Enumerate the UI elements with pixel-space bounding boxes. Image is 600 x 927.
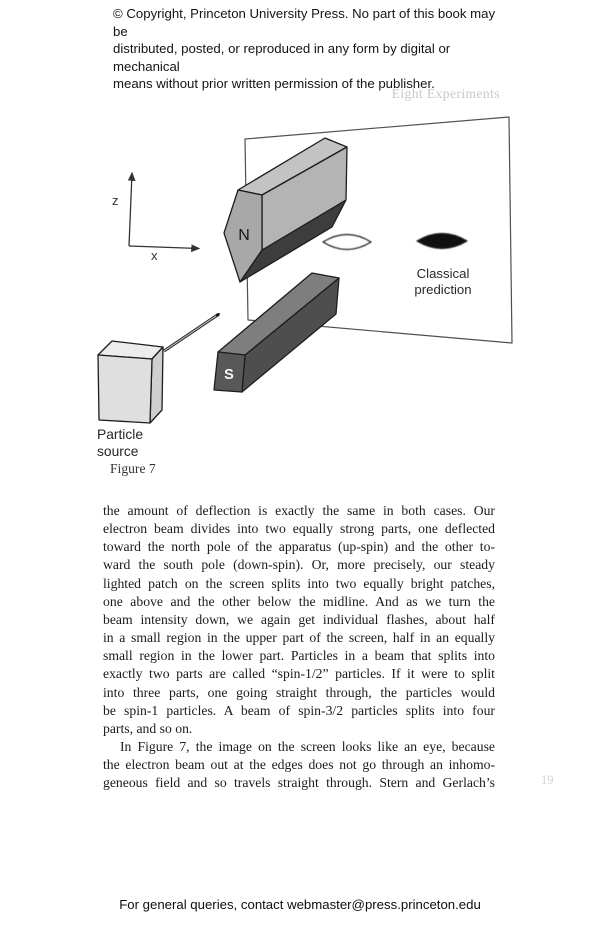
- classical-prediction-label: Classical prediction: [414, 266, 472, 297]
- classical-prediction-spot: [416, 232, 468, 250]
- z-axis-label: z: [112, 193, 119, 208]
- body-line: be spin-1 particles. A beam of spin-3/2 …: [103, 702, 495, 718]
- body-line: one above and the other below the midlin…: [103, 593, 495, 609]
- cube-front-face: [97, 354, 153, 424]
- south-magnet-front-face: [213, 351, 246, 393]
- south-pole-label: S: [224, 367, 234, 383]
- particle-source-cube: [97, 340, 164, 424]
- stern-gerlach-figure: z x N S: [97, 116, 513, 424]
- copyright-line: © Copyright, Princeton University Press.…: [113, 6, 496, 39]
- page-number: 19: [541, 773, 554, 787]
- body-line: geneous field and so travels straight th…: [103, 775, 495, 791]
- copyright-line: distributed, posted, or reproduced in an…: [113, 41, 451, 74]
- body-line: parts, and so on.: [103, 720, 193, 736]
- south-magnet: S: [213, 272, 340, 393]
- north-pole-label: N: [238, 227, 250, 244]
- body-line: exactly two parts are called “spin-1/2” …: [103, 666, 495, 682]
- body-line: beam intensity down, we again get indivi…: [103, 611, 495, 627]
- body-line: the amount of deflection is exactly the …: [103, 503, 495, 518]
- body-line: small region in the lower part. Particle…: [103, 648, 495, 664]
- footer-contact: For general queries, contact webmaster@p…: [119, 897, 481, 912]
- body-text: the amount of deflection is exactly the …: [103, 502, 495, 793]
- north-magnet-front-face: [223, 189, 263, 283]
- body-line: in a small region in the upper part of t…: [103, 630, 495, 646]
- copyright-notice: © Copyright, Princeton University Press.…: [113, 5, 513, 93]
- figure-caption: Figure 7: [110, 461, 156, 476]
- body-line: ward the south pole (down-spin). Or, mor…: [103, 557, 495, 573]
- body-line: into three parts, one going straight thr…: [103, 684, 495, 700]
- z-axis: [127, 171, 136, 247]
- copyright-line: means without prior written permission o…: [113, 76, 435, 92]
- body-line: lighted patch on the screen splits into …: [103, 575, 495, 591]
- observed-eye-pattern: [322, 233, 372, 251]
- body-line: electron beam divides into two equally s…: [103, 521, 495, 537]
- x-axis-label: x: [151, 248, 158, 263]
- running-head: Eight Experiments: [391, 86, 500, 101]
- beam-arrow: [163, 312, 221, 353]
- body-line: toward the north pole of the apparatus (…: [103, 539, 495, 555]
- body-line: the electron beam out at the edges does …: [103, 757, 495, 773]
- body-line: In Figure 7, the image on the screen loo…: [120, 739, 495, 755]
- north-magnet: N: [223, 137, 348, 283]
- x-axis: [128, 244, 201, 253]
- particle-source-label: Particle source: [97, 427, 144, 460]
